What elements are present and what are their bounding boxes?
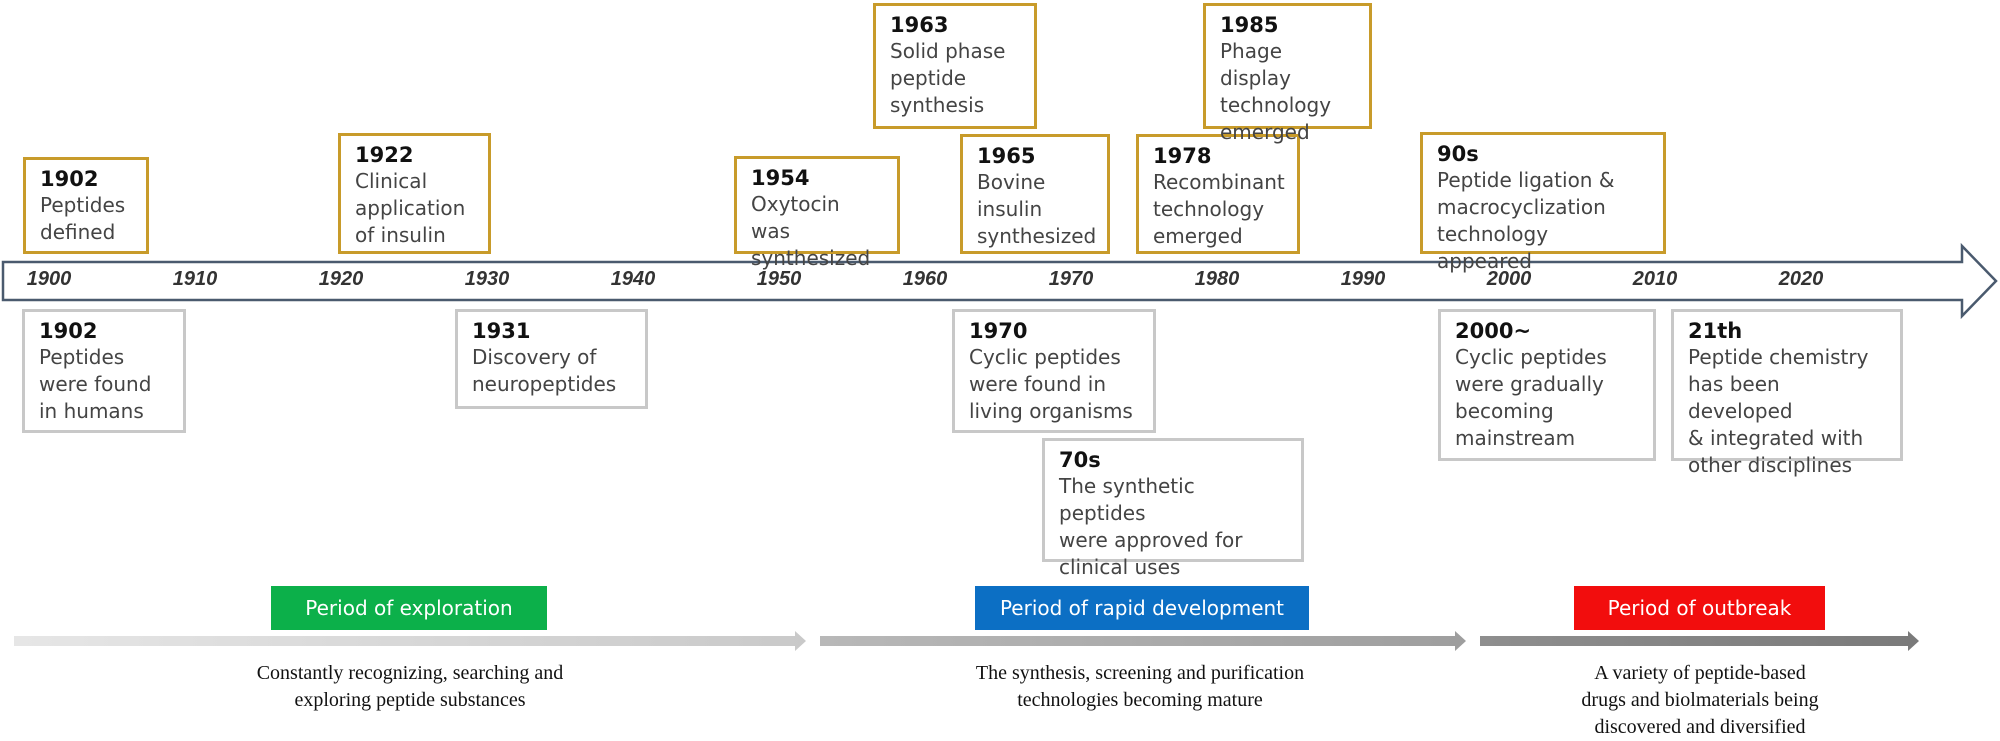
event-above-1985: 1985 Phage display technology emerged	[1203, 3, 1372, 144]
tick-label: 1960	[902, 268, 948, 290]
event-year: 1954	[751, 166, 810, 190]
period-arrow-exploration	[14, 631, 806, 651]
event-below-1902: 1902 Peptides were found in humans	[22, 309, 186, 433]
tick-label: 1900	[26, 268, 72, 290]
event-above-90s: 90s Peptide ligation & macrocyclization …	[1420, 132, 1666, 273]
tick-label: 1920	[318, 268, 364, 290]
period-outbreak-label: Period of outbreak	[1574, 586, 1825, 630]
event-below-1970: 1970 Cyclic peptides were found in livin…	[952, 309, 1156, 433]
event-desc: The synthetic peptides were approved for…	[1059, 474, 1243, 579]
tick-label: 1970	[1048, 268, 1094, 290]
tick-label: 1930	[464, 268, 510, 290]
event-desc: Discovery of neuropeptides	[472, 345, 617, 396]
period-outbreak-desc: A variety of peptide-based drugs and bio…	[1581, 662, 1819, 738]
event-desc: Cyclic peptides were gradually becoming …	[1455, 345, 1607, 450]
tick-label: 1980	[1194, 268, 1240, 290]
event-year: 1963	[890, 13, 949, 37]
event-above-1965: 1965 Bovine insulin synthesized	[960, 134, 1110, 254]
event-year: 90s	[1437, 142, 1479, 166]
tick-label: 1990	[1340, 268, 1386, 290]
timeline-arrow-shape	[1, 242, 1998, 320]
event-below-21th: 21th Peptide chemistry has been develope…	[1671, 309, 1903, 477]
event-desc: Peptide ligation & macrocyclization tech…	[1437, 168, 1615, 273]
event-above-1954: 1954 Oxytocin was synthesized	[734, 156, 900, 270]
tick-label: 2000	[1486, 268, 1532, 290]
event-year: 1902	[39, 319, 98, 343]
period-exploration-label: Period of exploration	[271, 586, 547, 630]
period-exploration-desc: Constantly recognizing, searching and ex…	[256, 662, 564, 711]
event-below-2000: 2000~ Cyclic peptides were gradually bec…	[1438, 309, 1656, 461]
event-year: 1922	[355, 143, 414, 167]
event-desc: Cyclic peptides were found in living org…	[969, 345, 1133, 423]
tick-label: 2010	[1632, 268, 1678, 290]
event-above-1978: 1978 Recombinant technology emerged	[1136, 134, 1300, 254]
event-year: 70s	[1059, 448, 1101, 472]
tick-label: 1910	[172, 268, 218, 290]
event-year: 1931	[472, 319, 531, 343]
event-below-1931: 1931 Discovery of neuropeptides	[455, 309, 648, 409]
event-desc: Clinical application of insulin	[355, 169, 466, 247]
event-year: 1902	[40, 167, 99, 191]
event-desc: Phage display technology emerged	[1220, 39, 1332, 144]
period-arrow-rapid	[820, 631, 1466, 651]
tick-label: 1940	[610, 268, 656, 290]
event-desc: Peptides defined	[40, 193, 126, 244]
event-above-1963: 1963 Solid phase peptide synthesis	[873, 3, 1037, 129]
event-year: 1985	[1220, 13, 1279, 37]
event-desc: Recombinant technology emerged	[1153, 170, 1285, 248]
event-above-1902: 1902 Peptides defined	[23, 157, 149, 254]
event-desc: Bovine insulin synthesized	[977, 170, 1097, 248]
event-year: 21th	[1688, 319, 1743, 343]
event-below-70s: 70s The synthetic peptides were approved…	[1042, 438, 1304, 579]
event-year: 1965	[977, 144, 1036, 168]
event-desc: Peptide chemistry has been developed & i…	[1688, 345, 1869, 477]
event-year: 1970	[969, 319, 1028, 343]
event-desc: Peptides were found in humans	[39, 345, 152, 423]
period-arrow-outbreak	[1480, 631, 1919, 651]
event-year: 2000~	[1455, 319, 1532, 343]
tick-label: 1950	[756, 268, 802, 290]
tick-label: 2020	[1778, 268, 1824, 290]
period-rapid-label: Period of rapid development	[975, 586, 1309, 630]
event-desc: Oxytocin was synthesized	[751, 192, 871, 270]
event-desc: Solid phase peptide synthesis	[890, 39, 1006, 117]
period-rapid-desc: The synthesis, screening and purificatio…	[975, 662, 1305, 711]
event-above-1922: 1922 Clinical application of insulin	[338, 133, 491, 254]
event-year: 1978	[1153, 144, 1212, 168]
